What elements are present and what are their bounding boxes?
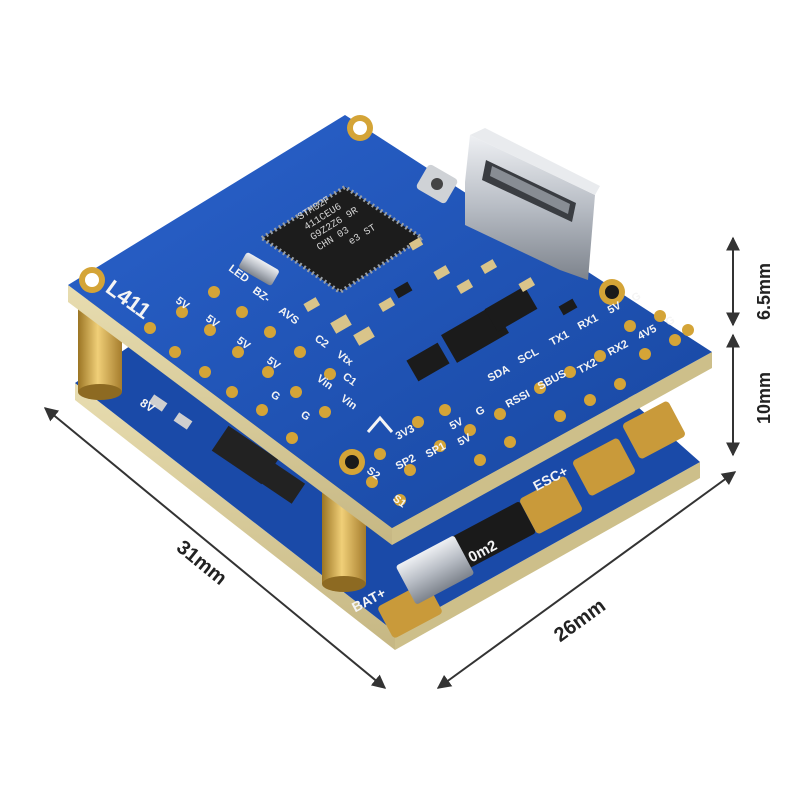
label-5v-g: 5V	[456, 431, 474, 448]
length-label: 31mm	[172, 536, 231, 589]
sensor-chips	[393, 281, 578, 382]
length-arrow	[43, 407, 387, 689]
component-height-label: 6.5mm	[754, 263, 774, 320]
width-label: 26mm	[550, 595, 610, 647]
solder-pads	[144, 286, 694, 506]
crystal	[239, 252, 279, 286]
label-5v-f: 5V	[448, 415, 466, 432]
label-5v-e: 5V	[606, 299, 624, 316]
stack-gap-label: 10mm	[754, 372, 774, 424]
width-arrow	[436, 471, 737, 689]
passive-components	[303, 237, 536, 346]
usb-c-port	[465, 128, 600, 280]
mcu-chip: STM32F 411CEU6 G9Z2Z6 9R CHN 03 e3 ST	[258, 184, 426, 295]
